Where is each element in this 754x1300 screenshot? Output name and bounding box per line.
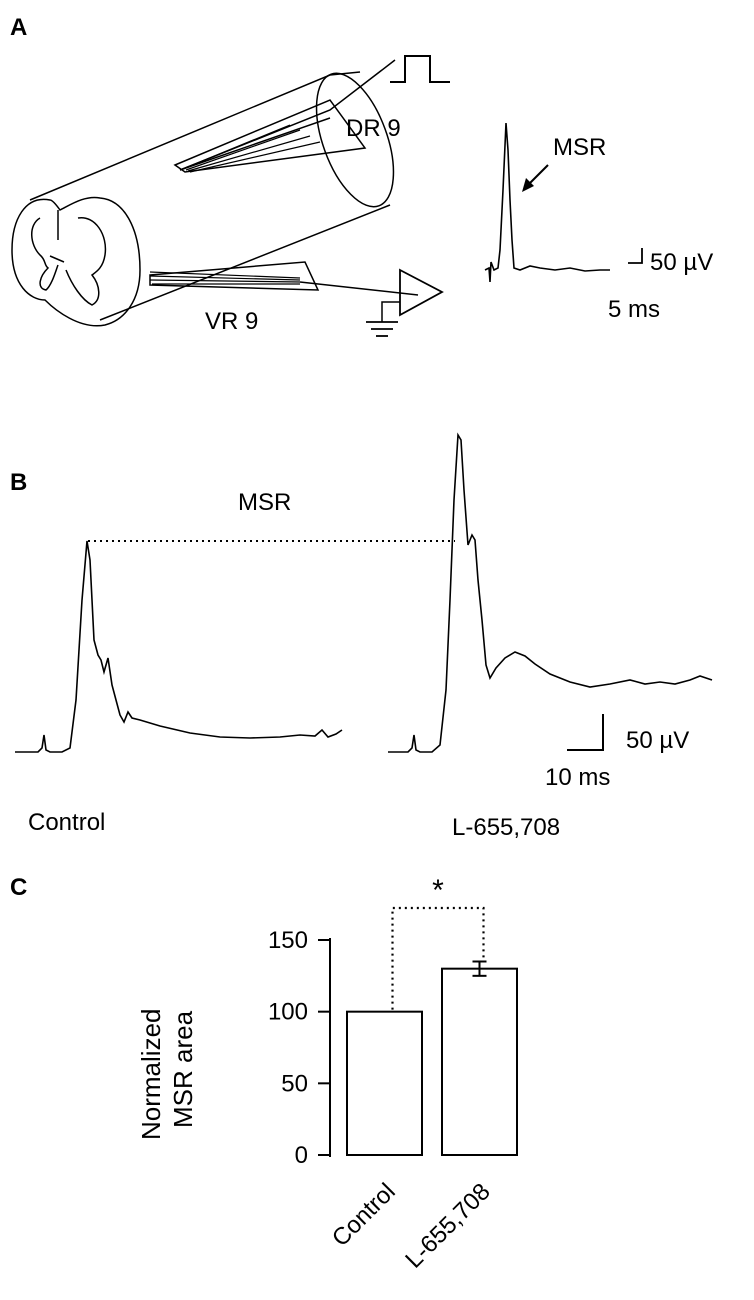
x-tick-label-0: Control <box>327 1178 401 1252</box>
msr-label-a: MSR <box>553 134 606 161</box>
scale-time-b: 10 ms <box>545 764 610 791</box>
significance-line <box>391 906 485 1010</box>
amplifier-icon <box>399 268 444 317</box>
scale-bar-a <box>628 248 643 264</box>
root-fibers <box>149 124 321 285</box>
y-axis-label: Normalized MSR area <box>136 1009 198 1141</box>
trace-label-control: Control <box>28 809 105 836</box>
control-trace <box>15 540 343 753</box>
scale-time-a: 5 ms <box>608 296 660 323</box>
scale-bar-b <box>567 714 604 751</box>
spinal-cord-schematic <box>11 59 419 327</box>
ground-icon <box>366 321 398 337</box>
significance-star: * <box>432 874 444 907</box>
panel-c-letter: C <box>10 874 27 901</box>
x-tick-label-1: L-655,708 <box>400 1178 496 1274</box>
panel-a-letter: A <box>10 14 27 41</box>
bar-1 <box>441 967 518 1157</box>
ventral-root-label: VR 9 <box>205 308 258 335</box>
scale-amplitude-b: 50 µV <box>626 727 689 754</box>
y-axis: 0 50 100 150 <box>268 927 331 1169</box>
scale-amplitude-a: 50 µV <box>650 249 713 276</box>
trace-label-drug: L-655,708 <box>452 814 560 841</box>
y-tick-label: 50 <box>281 1070 308 1097</box>
bars <box>346 967 518 1157</box>
msr-label-b: MSR <box>238 489 291 516</box>
panel-b-letter: B <box>10 469 27 496</box>
drug-trace <box>388 432 713 753</box>
error-bars <box>472 960 487 977</box>
bar-0 <box>346 1010 423 1157</box>
y-axis-label-line1: Normalized <box>136 1009 166 1141</box>
significance-bracket: * <box>391 874 485 1010</box>
y-tick-label: 150 <box>268 927 308 954</box>
dorsal-root-label: DR 9 <box>346 115 401 142</box>
msr-trace-example <box>484 122 610 283</box>
y-axis-label-line2: MSR area <box>168 1010 198 1128</box>
stimulus-pulse-icon <box>390 55 450 83</box>
y-tick-label: 0 <box>295 1142 308 1169</box>
arrow-icon <box>522 164 549 192</box>
y-tick-label: 100 <box>268 999 308 1026</box>
